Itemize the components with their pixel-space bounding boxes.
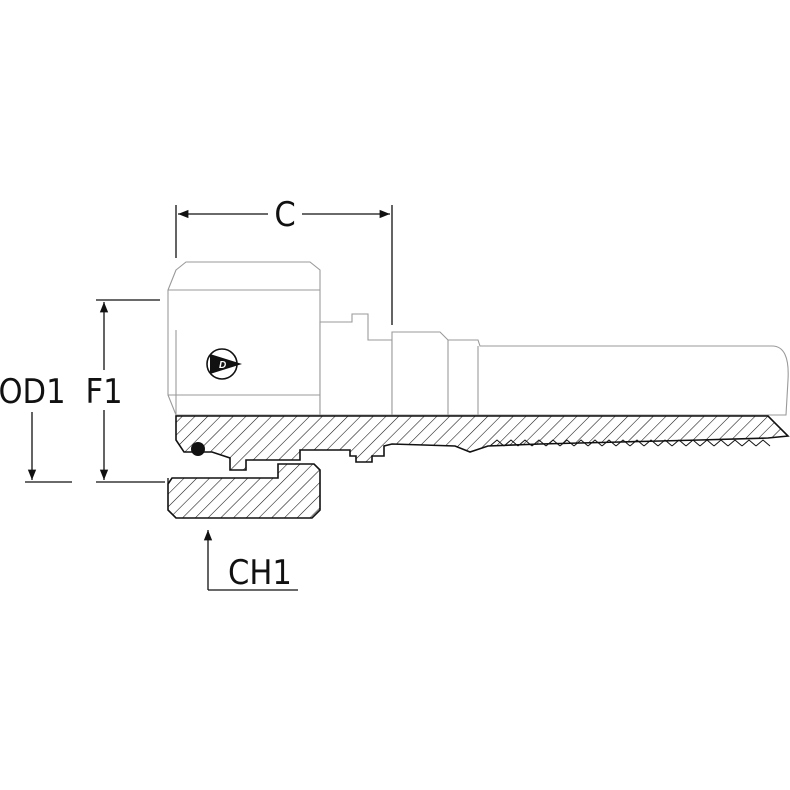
hex-nut xyxy=(167,261,321,416)
serration-tooth xyxy=(741,439,757,447)
dimension-f1-label: F1 xyxy=(85,372,122,412)
serration-tooth xyxy=(615,439,631,447)
serration-tooth xyxy=(699,439,715,447)
fitting-section-view xyxy=(167,415,790,519)
serration-tooth xyxy=(713,439,729,447)
dimension-f1: F1 xyxy=(85,299,165,483)
serration-tooth xyxy=(671,439,687,447)
fitting-collar xyxy=(319,313,393,416)
serration-tooth xyxy=(601,439,617,447)
fitting-shank xyxy=(391,331,789,416)
serration-tooth xyxy=(517,439,533,447)
dimension-ch1: CH1 xyxy=(203,530,298,593)
dimension-c-label: C xyxy=(274,195,295,235)
o-ring xyxy=(191,442,205,456)
serration-tooth xyxy=(587,439,603,447)
serration-tooth xyxy=(545,439,561,447)
dunlop-logo-icon: D xyxy=(206,348,242,380)
nut-section xyxy=(167,463,321,519)
serration-tooth xyxy=(573,439,589,447)
serration-teeth xyxy=(489,439,771,447)
serration-tooth xyxy=(559,439,575,447)
serration-tooth xyxy=(685,439,701,447)
serration-tooth xyxy=(755,439,771,447)
serration-tooth xyxy=(657,439,673,447)
logo-letter: D xyxy=(219,360,226,371)
dimension-od1: OD1 xyxy=(0,372,72,483)
fitting-exterior-view: D xyxy=(167,261,789,416)
serration-tooth xyxy=(531,439,547,447)
serration-tooth xyxy=(643,439,659,447)
serration-tooth xyxy=(489,439,505,447)
shank-section xyxy=(175,415,790,471)
dimension-od1-label: OD1 xyxy=(0,372,66,412)
serration-tooth xyxy=(503,439,519,447)
serration-tooth xyxy=(629,439,645,447)
dimension-c: C xyxy=(175,195,393,325)
dimension-ch1-label: CH1 xyxy=(228,553,292,593)
serration-tooth xyxy=(727,439,743,447)
